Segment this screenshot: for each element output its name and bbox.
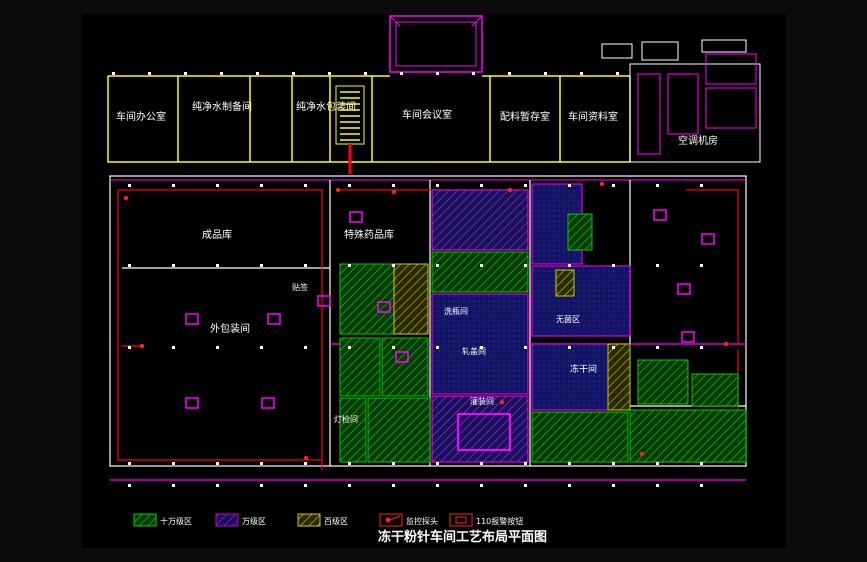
equipment xyxy=(677,283,691,295)
label-pure-water: 纯净水制备间 xyxy=(192,100,252,113)
office-wing xyxy=(107,75,631,163)
legend-item: 监控探头 xyxy=(379,513,438,527)
equipment xyxy=(395,351,409,363)
label-temp-store: 配料暂存室 xyxy=(500,110,550,123)
staircase xyxy=(335,85,365,174)
top-entrance xyxy=(389,15,483,73)
equipment xyxy=(267,313,281,325)
equipment xyxy=(185,313,199,325)
label-material-store: 车间资料室 xyxy=(568,110,618,123)
legend-label: 百级区 xyxy=(324,516,348,526)
label-wash: 洗瓶间 xyxy=(444,306,468,316)
legend-item: 110报警按钮 xyxy=(449,513,523,527)
equipment xyxy=(653,209,667,221)
legend-item: 万级区 xyxy=(215,513,266,527)
equipment xyxy=(377,301,391,313)
clean-zones xyxy=(339,183,747,463)
label-cap: 轧盖间 xyxy=(462,346,486,356)
legend: 十万级区 万级区 百级区 监控探头 110报警按钮 xyxy=(133,513,523,527)
legend-item: 百级区 xyxy=(297,513,348,527)
equipment xyxy=(701,233,715,245)
legend-item: 十万级区 xyxy=(133,513,192,527)
drawing-title: 冻干粉针车间工艺布局平面图 xyxy=(378,529,547,545)
label-aseptic: 无菌区 xyxy=(556,314,580,324)
label-freeze-dry: 冻干间 xyxy=(570,363,597,375)
label-meeting: 车间会议室 xyxy=(402,108,452,121)
legend-label: 万级区 xyxy=(242,516,266,526)
legend-label: 监控探头 xyxy=(406,516,438,526)
aircon-block xyxy=(601,39,761,163)
column-marks xyxy=(112,72,703,487)
room-labels: 车间办公室 纯净水制备间 纯净水包装间 车间会议室 配料暂存室 车间资料室 空调… xyxy=(116,100,718,424)
camera-marks xyxy=(123,181,729,461)
label-filling: 灌装间 xyxy=(470,396,494,406)
label-finished: 成品库 xyxy=(202,228,232,241)
legend-label: 十万级区 xyxy=(160,516,192,526)
drawing-canvas: 车间办公室 纯净水制备间 纯净水包装间 车间会议室 配料暂存室 车间资料室 空调… xyxy=(82,14,786,548)
label-pure-pack: 纯净水包装间 xyxy=(296,100,356,113)
label-office: 车间办公室 xyxy=(116,110,166,123)
label-special-drug: 特殊药品库 xyxy=(344,228,394,241)
label-light-inspect: 灯检间 xyxy=(334,414,358,424)
equipment xyxy=(185,397,199,409)
equipment xyxy=(261,397,275,409)
equipment xyxy=(681,331,695,343)
label-aircon: 空调机房 xyxy=(678,134,718,147)
legend-label: 110报警按钮 xyxy=(476,516,523,526)
label-outer-pack: 外包装间 xyxy=(210,322,250,335)
equipment xyxy=(349,211,363,223)
equipment-marks xyxy=(185,209,715,409)
label-label: 贴签 xyxy=(292,282,308,292)
floor-plan: 车间办公室 纯净水制备间 纯净水包装间 车间会议室 配料暂存室 车间资料室 空调… xyxy=(107,15,761,545)
equipment xyxy=(317,295,331,307)
